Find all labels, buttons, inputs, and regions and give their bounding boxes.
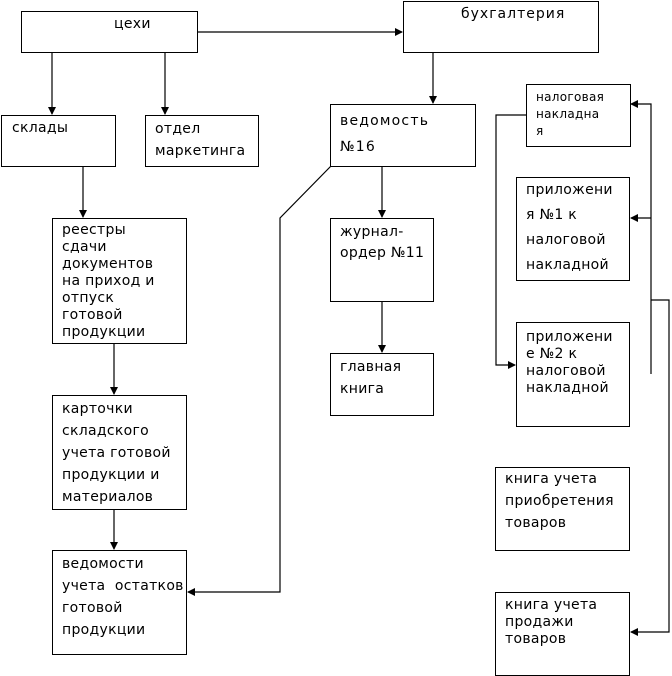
node-general-ledger[interactable]: главная книга: [330, 353, 434, 416]
arrow-feedback-to-tax-invoice: [630, 100, 652, 374]
node-tax-invoice[interactable]: налоговая накладна я: [526, 84, 631, 147]
node-marketing[interactable]: отдел маркетинга: [145, 115, 259, 167]
node-accounting-label: бухгалтерия: [461, 6, 566, 22]
node-registers[interactable]: реестры сдачи документов на приход и отп…: [52, 218, 187, 344]
node-general-ledger-label: главная книга: [340, 359, 402, 397]
arrow-statement16-to-balance: [187, 165, 332, 596]
node-stock-cards[interactable]: карточки складского учета готовой продук…: [52, 395, 187, 510]
arrow-tax-invoice-to-appendix2: [495, 114, 526, 369]
node-appendix2-label: приложени е №2 к налоговой накладной: [526, 329, 613, 396]
node-statement16[interactable]: ведомость №16: [330, 104, 476, 167]
node-appendix2[interactable]: приложени е №2 к налоговой накладной: [516, 322, 630, 427]
node-purchase-book[interactable]: книга учета приобретения товаров: [495, 467, 630, 551]
node-marketing-label: отдел маркетинга: [155, 121, 246, 159]
arrow-feedback-to-sales-book: [630, 299, 670, 636]
node-balance-statements-label: ведомости учета остатков готовой продукц…: [62, 556, 184, 638]
node-appendix1[interactable]: приложени я №1 к налоговой накладной: [516, 177, 630, 281]
node-sales-book-label: книга учета продажи товаров: [505, 597, 598, 647]
node-workshops[interactable]: цехи: [21, 11, 198, 53]
node-sales-book[interactable]: книга учета продажи товаров: [495, 592, 630, 676]
node-tax-invoice-label: налоговая накладна я: [536, 90, 605, 138]
node-stock-cards-label: карточки складского учета готовой продук…: [62, 401, 171, 505]
node-warehouses-label: склады: [12, 120, 69, 136]
node-statement16-label: ведомость №16: [340, 113, 430, 155]
node-balance-statements[interactable]: ведомости учета остатков готовой продукц…: [52, 550, 187, 655]
node-workshops-label: цехи: [114, 16, 151, 32]
node-warehouses[interactable]: склады: [1, 115, 116, 167]
node-purchase-book-label: книга учета приобретения товаров: [505, 471, 614, 531]
node-registers-label: реестры сдачи документов на приход и отп…: [62, 222, 155, 340]
node-accounting[interactable]: бухгалтерия: [403, 1, 599, 53]
node-journal-order-label: журнал- ордер №11: [340, 224, 425, 261]
node-journal-order[interactable]: журнал- ордер №11: [330, 218, 434, 302]
node-appendix1-label: приложени я №1 к налоговой накладной: [526, 182, 613, 273]
